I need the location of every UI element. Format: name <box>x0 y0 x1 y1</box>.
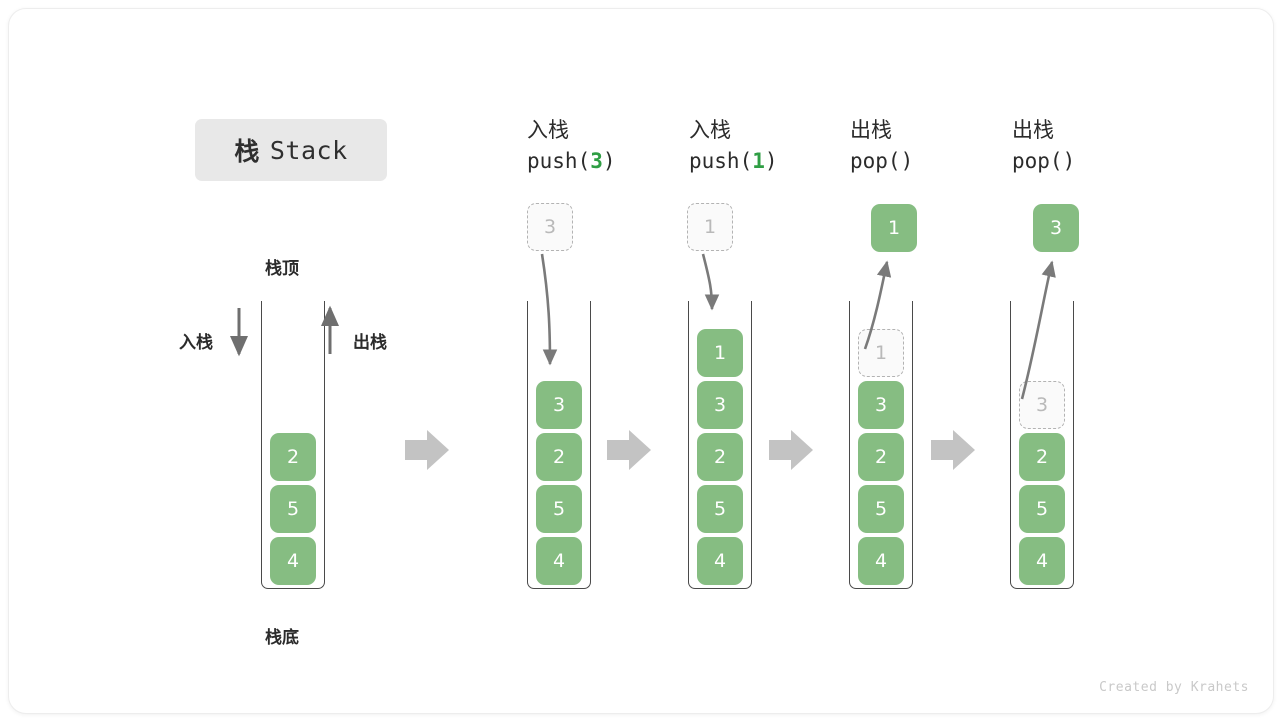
operation-code: push(3) <box>527 149 616 173</box>
stack-container-pop-1 <box>849 301 913 589</box>
stack-cell: 2 <box>858 433 904 481</box>
operation-code: push(1) <box>689 149 778 173</box>
stack-cell: 5 <box>697 485 743 533</box>
operation-code: pop() <box>1012 149 1076 173</box>
push-source-cell-3: 3 <box>527 203 573 251</box>
stack-initial: 4 5 2 <box>261 301 325 589</box>
operation-header-pop-1: 出栈 pop() <box>850 115 913 177</box>
transition-arrow <box>769 430 813 470</box>
transition-arrow <box>607 430 651 470</box>
stack-cells-push-3: 4 5 2 3 <box>527 377 591 585</box>
stack-cell: 2 <box>697 433 743 481</box>
stack-cell: 5 <box>536 485 582 533</box>
stack-cell: 3 <box>697 381 743 429</box>
stack-cell: 3 <box>536 381 582 429</box>
stack-cell: 4 <box>1019 537 1065 585</box>
label-stack-top: 栈顶 <box>265 259 299 279</box>
operation-cjk: 入栈 <box>689 118 731 142</box>
stack-container-push-3 <box>527 301 591 589</box>
stack-cell: 2 <box>536 433 582 481</box>
stack-cell: 2 <box>1019 433 1065 481</box>
stack-cell: 5 <box>270 485 316 533</box>
push-source-cell-1: 1 <box>687 203 733 251</box>
stack-cell-removed: 1 <box>858 329 904 377</box>
stack-cell: 5 <box>1019 485 1065 533</box>
diagram-title-badge: 栈 Stack <box>195 119 387 181</box>
stack-cell: 5 <box>858 485 904 533</box>
transition-arrow <box>931 430 975 470</box>
stack-after-push-3: 4 5 2 3 <box>527 301 591 589</box>
stack-cells-initial: 4 5 2 <box>261 429 325 585</box>
label-pop-side: 出栈 <box>353 333 387 353</box>
operation-header-push-1: 入栈 push(1) <box>689 115 778 177</box>
stack-cell: 4 <box>270 537 316 585</box>
stack-container-push-1 <box>688 301 752 589</box>
stack-cell: 4 <box>858 537 904 585</box>
footer-credit: Created by Krahets <box>1099 680 1249 695</box>
stack-after-push-1: 4 5 2 3 1 <box>688 301 752 589</box>
title-latin: Stack <box>269 135 348 165</box>
arrows-overlay <box>230 253 1056 470</box>
stack-cell: 4 <box>536 537 582 585</box>
stack-cells-pop-3: 4 5 2 3 <box>1010 377 1074 585</box>
label-push-side: 入栈 <box>179 333 213 353</box>
operation-code: pop() <box>850 149 914 173</box>
stack-cell: 2 <box>270 433 316 481</box>
diagram-card: 栈 Stack 栈顶 栈底 入栈 出栈 4 5 2 入栈 push(3) 3 4… <box>8 8 1274 714</box>
label-stack-bottom: 栈底 <box>265 628 299 648</box>
operation-header-push-3: 入栈 push(3) <box>527 115 616 177</box>
pop-result-cell-3: 3 <box>1033 204 1079 252</box>
title-cjk: 栈 <box>234 137 260 166</box>
operation-cjk: 入栈 <box>527 118 569 142</box>
pop-result-cell-1: 1 <box>871 204 917 252</box>
stack-container-pop-3 <box>1010 301 1074 589</box>
stack-cells-push-1: 4 5 2 3 1 <box>688 325 752 585</box>
stack-cell: 1 <box>697 329 743 377</box>
stack-cell: 4 <box>697 537 743 585</box>
stack-during-pop-3: 4 5 2 3 <box>1010 301 1074 589</box>
stack-cells-pop-1: 4 5 2 3 1 <box>849 325 913 585</box>
operation-header-pop-3: 出栈 pop() <box>1012 115 1075 177</box>
transition-arrow <box>405 430 449 470</box>
stack-cell-removed: 3 <box>1019 381 1065 429</box>
stack-during-pop-1: 4 5 2 3 1 <box>849 301 913 589</box>
operation-cjk: 出栈 <box>1012 118 1054 142</box>
stack-container-initial <box>261 301 325 589</box>
operation-cjk: 出栈 <box>850 118 892 142</box>
stack-cell: 3 <box>858 381 904 429</box>
